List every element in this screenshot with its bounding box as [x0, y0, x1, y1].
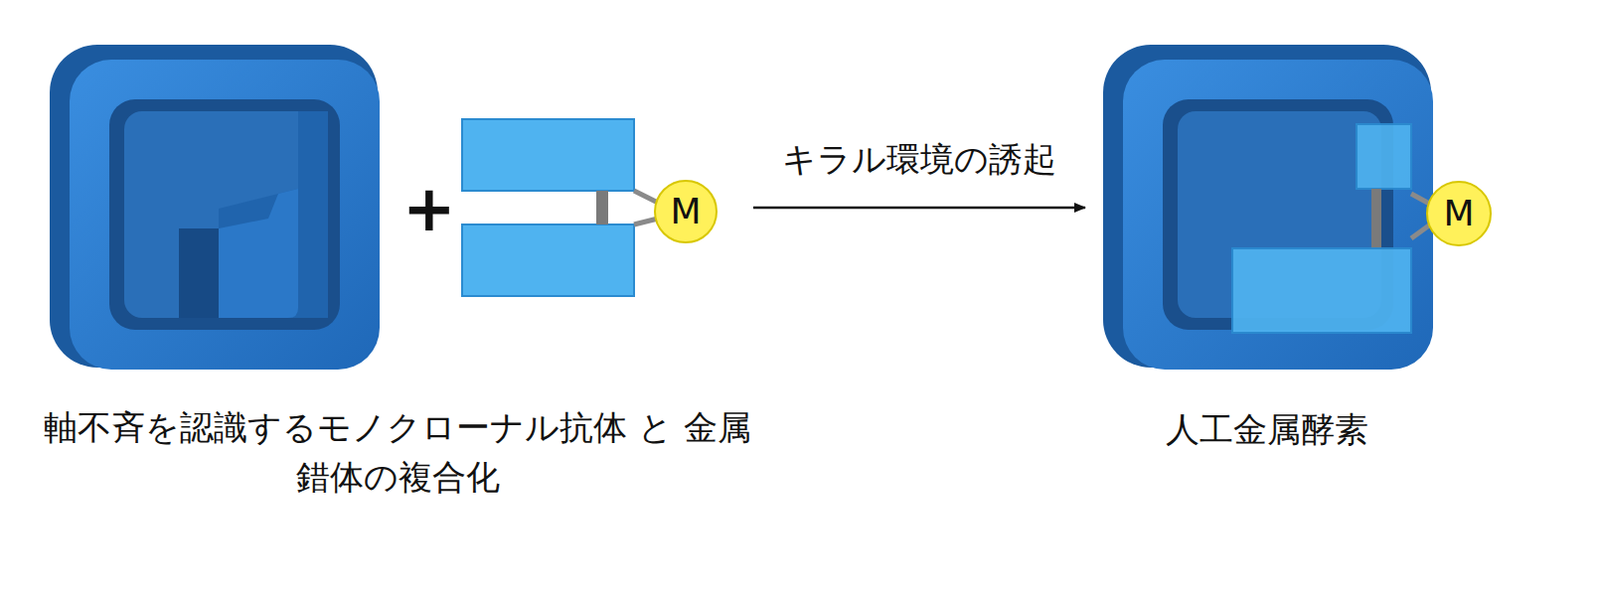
antibody-right — [1103, 44, 1434, 370]
arrow-label: キラル環境の誘起 — [782, 139, 1057, 180]
artificial-metalloenzyme: 人工金属酵素M — [1103, 44, 1432, 373]
metal-circle: M — [1426, 180, 1492, 247]
metal-complex — [462, 119, 658, 297]
plus-sign: + — [402, 176, 443, 241]
metal-label: M — [1442, 195, 1474, 232]
metal-label: M — [669, 193, 701, 230]
reaction-arrow — [753, 206, 1086, 210]
antibody-left — [49, 44, 380, 370]
combination-caption: 軸不斉を認識するモノクローナル抗体 と 金属錯体の複合化 — [39, 402, 756, 502]
metal-circle: M — [653, 179, 718, 244]
node-caption: 人工金属酵素 — [1103, 404, 1432, 455]
